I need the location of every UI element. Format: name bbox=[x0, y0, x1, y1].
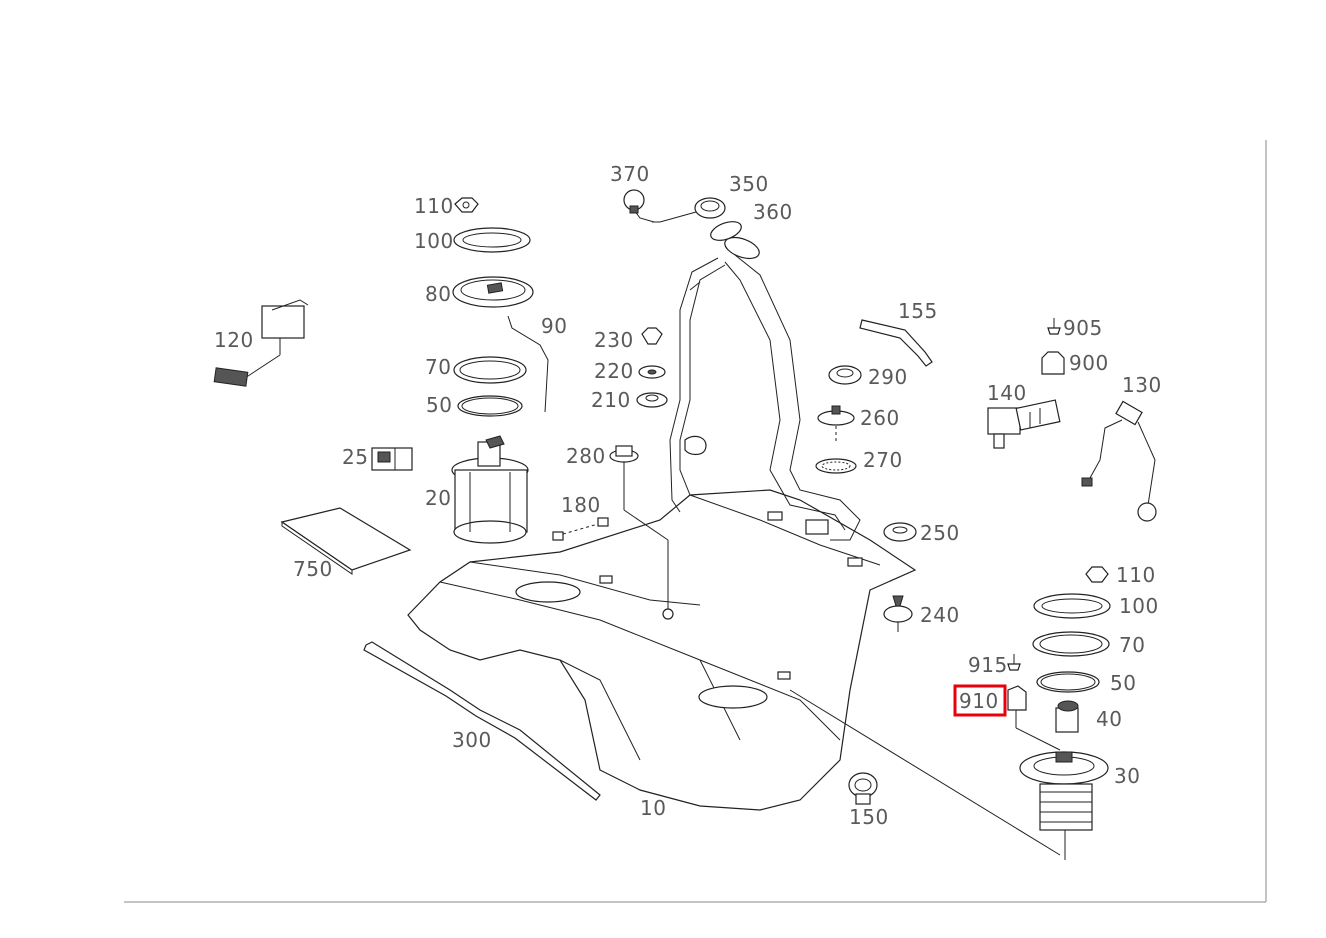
grommet-part-290[interactable] bbox=[828, 365, 862, 385]
seal-part-270[interactable] bbox=[815, 458, 857, 474]
gasket-part-70-left[interactable] bbox=[453, 356, 527, 384]
rod-part-90[interactable] bbox=[507, 315, 549, 413]
sensor-part-140[interactable] bbox=[987, 399, 1061, 449]
connector-part-40[interactable] bbox=[1055, 700, 1079, 733]
screw-part-915[interactable] bbox=[1007, 654, 1021, 671]
callout-350[interactable]: 350 bbox=[729, 172, 769, 196]
nut-part-110-left[interactable] bbox=[454, 197, 479, 213]
nut-part-230[interactable] bbox=[641, 327, 663, 345]
filler-neck-tubes bbox=[669, 236, 861, 541]
nut-part-110-right[interactable] bbox=[1085, 566, 1109, 583]
callout-130[interactable]: 130 bbox=[1122, 373, 1162, 397]
screw-part-905[interactable] bbox=[1047, 318, 1061, 335]
clip-part-25[interactable] bbox=[371, 447, 413, 471]
callout-905[interactable]: 905 bbox=[1063, 316, 1103, 340]
callout-270[interactable]: 270 bbox=[863, 448, 903, 472]
callout-300[interactable]: 300 bbox=[452, 728, 492, 752]
label-part-180[interactable] bbox=[552, 517, 609, 541]
gasket-part-70-right[interactable] bbox=[1032, 631, 1110, 657]
callout-30[interactable]: 30 bbox=[1114, 764, 1140, 788]
level-sender-part-120[interactable] bbox=[213, 299, 309, 387]
o-ring-part-50-right[interactable] bbox=[1036, 671, 1100, 693]
callout-280[interactable]: 280 bbox=[566, 444, 606, 468]
callout-150[interactable]: 150 bbox=[849, 805, 889, 829]
seal-part-360[interactable] bbox=[708, 218, 744, 244]
callout-80[interactable]: 80 bbox=[425, 282, 451, 306]
filler-cap-part-350[interactable] bbox=[652, 197, 726, 223]
callout-110-right[interactable]: 110 bbox=[1116, 563, 1156, 587]
pump-assembly-part-20[interactable] bbox=[451, 435, 529, 544]
valve-part-240[interactable] bbox=[883, 595, 913, 632]
callout-250[interactable]: 250 bbox=[920, 521, 960, 545]
pump-module-part-30[interactable] bbox=[1019, 751, 1109, 860]
callout-360[interactable]: 360 bbox=[753, 200, 793, 224]
callout-50-left[interactable]: 50 bbox=[426, 393, 452, 417]
callout-370[interactable]: 370 bbox=[610, 162, 650, 186]
valve-part-260[interactable] bbox=[817, 405, 855, 444]
callout-910[interactable]: 910 bbox=[959, 689, 999, 713]
callout-110-left[interactable]: 110 bbox=[414, 194, 454, 218]
callout-120[interactable]: 120 bbox=[214, 328, 254, 352]
callout-230[interactable]: 230 bbox=[594, 328, 634, 352]
o-ring-part-50-left[interactable] bbox=[457, 395, 523, 417]
callout-900[interactable]: 900 bbox=[1069, 351, 1109, 375]
cover-plate-part-80[interactable] bbox=[452, 276, 534, 308]
float-sender-part-130[interactable] bbox=[1081, 400, 1157, 522]
callout-10[interactable]: 10 bbox=[640, 796, 666, 820]
callout-25[interactable]: 25 bbox=[342, 445, 368, 469]
callout-100-left[interactable]: 100 bbox=[414, 229, 454, 253]
callout-915[interactable]: 915 bbox=[968, 653, 1008, 677]
fuel-tank-part-10[interactable] bbox=[407, 489, 917, 811]
callout-70-right[interactable]: 70 bbox=[1119, 633, 1145, 657]
callout-750[interactable]: 750 bbox=[293, 557, 333, 581]
bushing-part-280[interactable] bbox=[609, 445, 669, 541]
callout-20[interactable]: 20 bbox=[425, 486, 451, 510]
callout-140[interactable]: 140 bbox=[987, 381, 1027, 405]
callout-220[interactable]: 220 bbox=[594, 359, 634, 383]
callout-70-left[interactable]: 70 bbox=[425, 355, 451, 379]
strip-part-300[interactable] bbox=[363, 641, 601, 801]
callout-40[interactable]: 40 bbox=[1096, 707, 1122, 731]
hose-part-155[interactable] bbox=[859, 319, 933, 367]
callout-260[interactable]: 260 bbox=[860, 406, 900, 430]
callout-240[interactable]: 240 bbox=[920, 603, 960, 627]
callout-180[interactable]: 180 bbox=[561, 493, 601, 517]
washer-part-220[interactable] bbox=[638, 365, 666, 379]
callout-155[interactable]: 155 bbox=[898, 299, 938, 323]
leader-line bbox=[789, 689, 1061, 856]
callout-90[interactable]: 90 bbox=[541, 314, 567, 338]
lock-ring-part-100-right[interactable] bbox=[1033, 593, 1111, 619]
lock-ring-part-100-left[interactable] bbox=[453, 227, 531, 253]
callout-50-right[interactable]: 50 bbox=[1110, 671, 1136, 695]
plug-part-150[interactable] bbox=[848, 772, 878, 805]
bracket-part-910[interactable] bbox=[1007, 685, 1061, 751]
grommet-part-250[interactable] bbox=[883, 522, 917, 542]
grommet-part-210[interactable] bbox=[636, 392, 668, 408]
callout-290[interactable]: 290 bbox=[868, 365, 908, 389]
highlight-box-910 bbox=[953, 684, 1007, 717]
cap-part-370[interactable] bbox=[623, 189, 655, 223]
callout-100-right[interactable]: 100 bbox=[1119, 594, 1159, 618]
bracket-part-900[interactable] bbox=[1041, 351, 1065, 375]
callout-210[interactable]: 210 bbox=[591, 388, 631, 412]
mat-part-750[interactable] bbox=[280, 507, 412, 575]
